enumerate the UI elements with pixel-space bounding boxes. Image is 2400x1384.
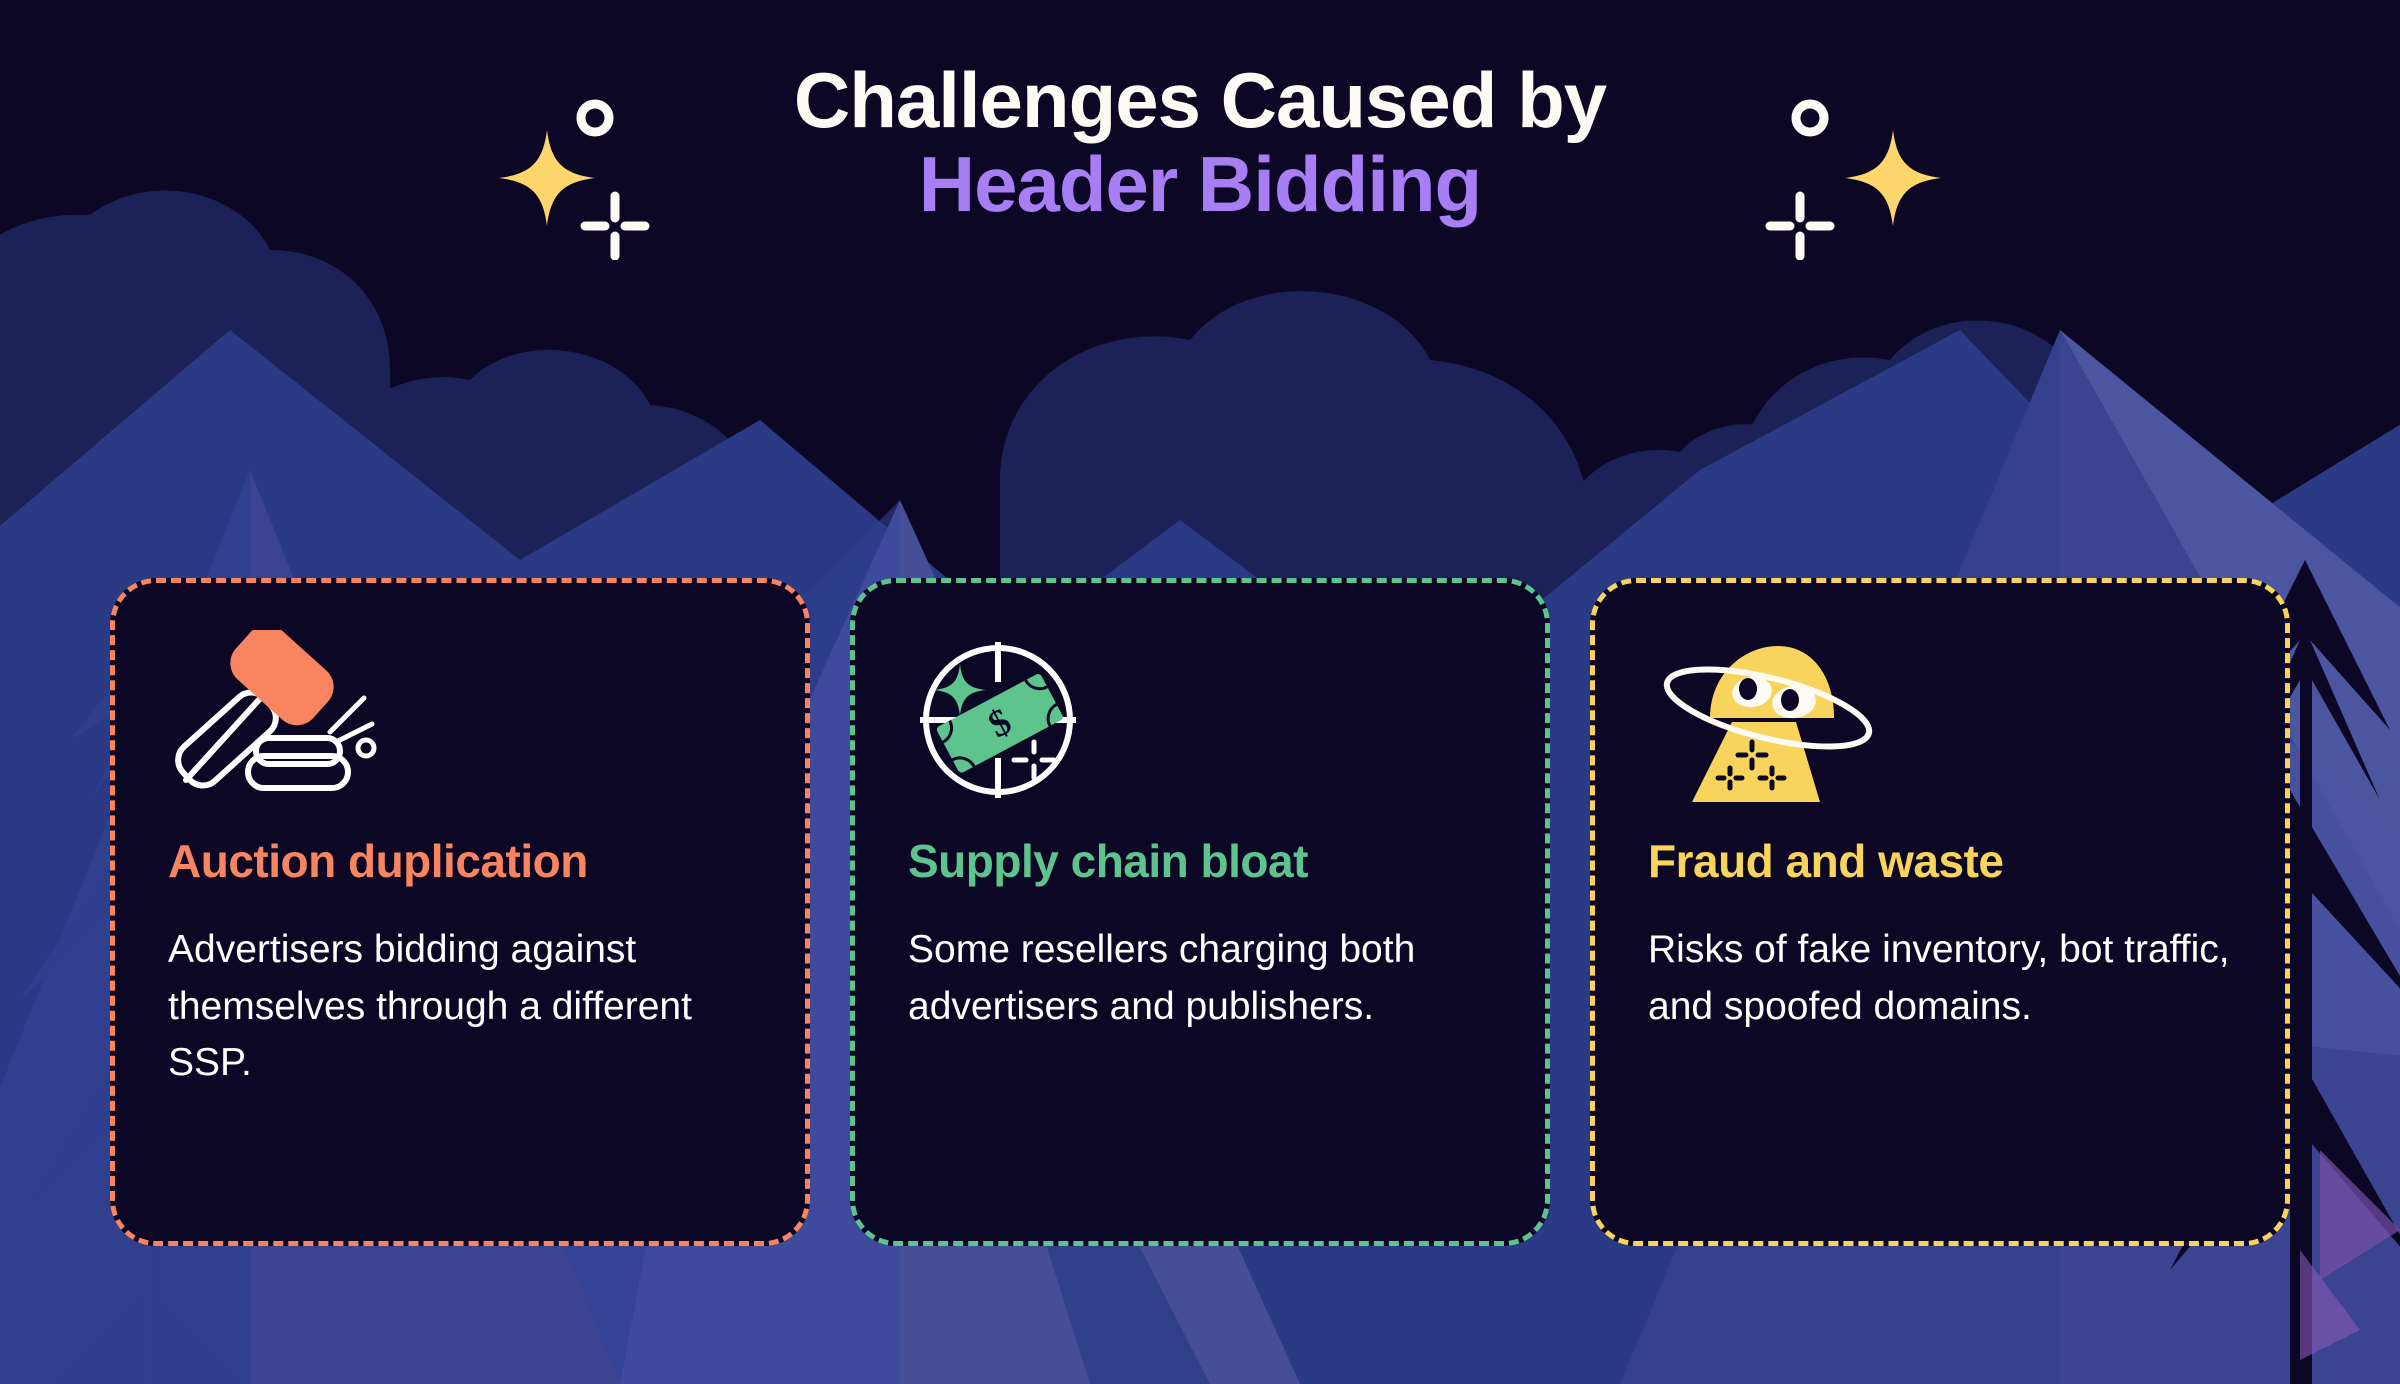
four-point-star-icon xyxy=(499,130,595,226)
money-target-icon: $ xyxy=(920,642,1076,798)
sparkle-star-icon xyxy=(934,664,986,716)
card-icon-slot: $ xyxy=(908,630,1492,820)
challenge-card-supply-chain-bloat[interactable]: $ Supply chain bloat Some resellers char… xyxy=(850,578,1550,1246)
card-title: Supply chain bloat xyxy=(908,835,1308,887)
banknote-corner-tl xyxy=(942,719,953,744)
ufo-pupil-left xyxy=(1739,678,1757,700)
cross-sparkle-icon xyxy=(1765,191,1835,260)
card-body: Some resellers charging both advertisers… xyxy=(908,928,1416,1028)
page-title: Challenges Caused by Header Bidding xyxy=(0,56,2400,229)
cross-sparkle-icon xyxy=(580,191,650,260)
circle-outline-icon xyxy=(1791,99,1829,137)
decoration-right xyxy=(1765,99,1941,260)
gavel-handle-line xyxy=(183,689,269,783)
circle-outline-icon xyxy=(576,99,614,137)
card-icon-slot xyxy=(1648,630,2232,820)
gavel-impact-dot xyxy=(355,737,377,759)
card-title: Auction duplication xyxy=(168,835,588,887)
ufo-pupil-right xyxy=(1781,689,1799,711)
banknote-corner-br xyxy=(1046,703,1058,727)
card-title: Fraud and waste xyxy=(1648,835,2004,887)
beam-sparkles xyxy=(1715,739,1787,791)
gavel-icon xyxy=(175,630,377,791)
gavel-block-top xyxy=(253,735,343,767)
gavel-block-base xyxy=(245,753,351,791)
challenge-card-fraud-and-waste[interactable]: Fraud and waste Risks of fake inventory,… xyxy=(1590,578,2290,1246)
title-line-2: Header Bidding xyxy=(918,140,1482,229)
cross-sparkle-icon xyxy=(1011,739,1057,781)
gavel-impact-lines xyxy=(327,695,375,745)
ufo-dome xyxy=(1710,646,1834,718)
ufo-ring xyxy=(1663,666,1873,750)
banknote-corner-tr xyxy=(1024,679,1048,691)
challenge-card-auction-duplication[interactable]: Auction duplication Advertisers bidding … xyxy=(110,578,810,1246)
card-body: Advertisers bidding against themselves t… xyxy=(168,928,692,1085)
four-point-star-icon xyxy=(1845,130,1941,226)
decoration-left xyxy=(499,99,650,260)
gavel-head xyxy=(230,630,334,726)
card-icon-slot xyxy=(168,630,752,820)
ufo-icon xyxy=(1663,646,1873,802)
banknote-body xyxy=(936,674,1063,773)
challenge-card-list: Auction duplication Advertisers bidding … xyxy=(0,578,2400,1246)
banknote: $ xyxy=(936,674,1063,773)
card-body: Risks of fake inventory, bot traffic, an… xyxy=(1648,928,2230,1028)
title-line-1: Challenges Caused by xyxy=(793,56,1607,144)
banknote-corner-bl xyxy=(951,756,976,768)
